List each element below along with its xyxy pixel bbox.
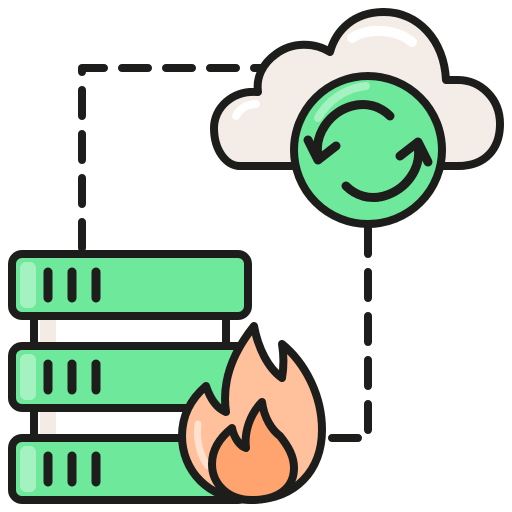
server-vent-slots — [43, 267, 101, 487]
flame-inner — [208, 398, 298, 504]
cloud-highlight-small — [232, 100, 260, 120]
server-unit-1-highlight — [20, 262, 36, 308]
sync-arrows — [303, 99, 433, 203]
server-unit-3-highlight — [20, 446, 36, 492]
sync-circle-highlight — [314, 82, 370, 122]
flame-outer-highlight — [194, 420, 212, 470]
sync-arrow-bottom — [341, 141, 424, 203]
cloud-highlight — [347, 25, 417, 47]
sync-arrowhead-top — [303, 135, 341, 165]
sync-arrow-top — [312, 99, 395, 161]
fire-icon — [178, 322, 326, 504]
dashed-connection-lines — [78, 64, 372, 442]
sync-arrowhead-bottom — [395, 137, 433, 167]
dashed-line-server-to-cloud — [78, 64, 276, 252]
sync-arrows-icon — [290, 72, 446, 228]
server-unit-2-highlight — [20, 354, 36, 400]
server-spacer-1-tint — [40, 320, 56, 346]
server-spacer-2-tint — [40, 412, 56, 438]
dashed-line-cloud-to-fire — [318, 224, 372, 442]
